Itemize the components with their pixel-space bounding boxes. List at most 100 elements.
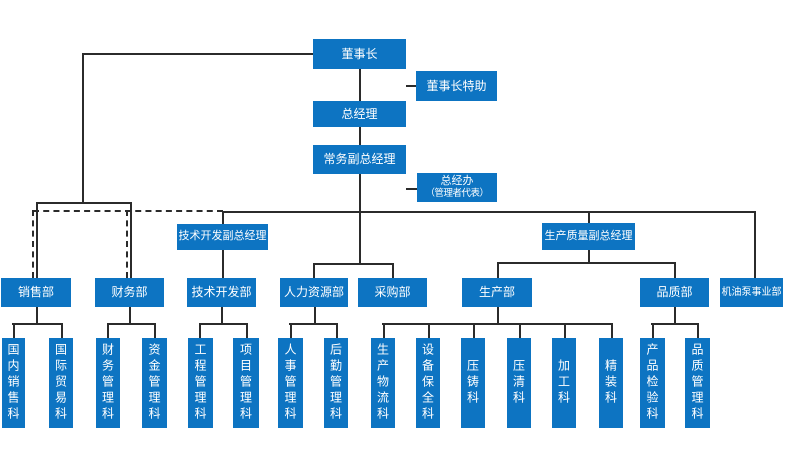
node-label: 加工科: [556, 359, 571, 407]
node-label: 项目管理科: [238, 343, 253, 423]
node-label: 设备保全科: [420, 343, 435, 423]
node-finance-dept: 财务部: [95, 278, 164, 307]
node-pressure-cleaning-section: 压清科: [507, 338, 531, 428]
node-label: 总经办: [440, 175, 474, 188]
node-label: 工程管理科: [193, 343, 207, 423]
node-label: 人事管理科: [283, 343, 297, 423]
node-label: 技术开发部: [191, 285, 252, 300]
connector-line: [222, 211, 756, 213]
node-label: 采购部: [374, 285, 411, 300]
connector-line: [82, 53, 313, 55]
connector-line: [406, 188, 417, 190]
node-equipment-maintenance-section: 设备保全科: [416, 338, 440, 428]
node-label: 国际贸易科: [53, 343, 68, 423]
connector-line: [61, 323, 63, 338]
connector-line: [754, 211, 756, 278]
connector-line: [36, 202, 38, 278]
connector-line: [383, 323, 385, 338]
node-label: 机油泵事业部: [721, 286, 782, 298]
connector-line: [12, 323, 63, 325]
connector-line: [289, 323, 338, 325]
connector-line: [336, 323, 338, 338]
node-label: 生产质量副总经理: [544, 229, 633, 242]
node-label: 精装科: [603, 359, 618, 407]
connector-line: [674, 262, 676, 278]
node-label: 压清科: [511, 359, 526, 407]
node-oil-pump-division: 机油泵事业部: [720, 278, 783, 307]
node-product-inspection-section: 产品检验科: [640, 338, 665, 428]
connector-line: [107, 323, 156, 325]
node-label: 生产部: [478, 285, 515, 300]
node-tech-deputy-gm: 技术开发副总经理: [177, 224, 268, 250]
node-sales-dept: 销售部: [1, 278, 71, 307]
node-production-logistics-section: 生产物流科: [371, 338, 395, 428]
node-finishing-section: 精装科: [599, 338, 623, 428]
connector-line: [652, 323, 654, 338]
connector-line: [359, 127, 361, 145]
dashed-connector-line: [33, 210, 223, 212]
node-chairman-assistant: 董事长特助: [416, 71, 497, 101]
dashed-connector-line: [126, 210, 128, 278]
connector-line: [36, 202, 132, 204]
node-purchasing-dept: 采购部: [358, 278, 427, 307]
connector-line: [154, 323, 156, 338]
connector-line: [129, 307, 131, 323]
connector-line: [221, 307, 223, 323]
node-project-mgmt-section: 项目管理科: [233, 338, 259, 428]
node-label: 国内销售科: [6, 343, 20, 423]
connector-line: [588, 211, 590, 224]
node-label: 技术开发副总经理: [178, 230, 267, 243]
connector-line: [697, 323, 699, 338]
connector-line: [382, 323, 613, 325]
node-label: 人力资源部: [283, 285, 344, 300]
connector-line: [406, 85, 416, 87]
node-quality-dept: 品质部: [640, 278, 709, 307]
node-chairman: 董事长: [313, 39, 406, 69]
node-label: 生产物流科: [375, 343, 390, 423]
node-logistics-mgmt-section: 后勤管理科: [324, 338, 348, 428]
node-label: 财务部: [111, 285, 148, 300]
node-label: 品质部: [656, 285, 693, 300]
connector-line: [314, 307, 316, 323]
node-label: 董事长特助: [426, 78, 487, 93]
connector-line: [82, 53, 84, 203]
connector-line: [392, 263, 394, 278]
connector-line: [497, 262, 499, 278]
node-label: 董事长: [341, 46, 378, 61]
connector-line: [611, 323, 613, 338]
node-sublabel: （管理者代表）: [425, 188, 489, 200]
connector-line: [428, 323, 430, 338]
node-label: 后勤管理科: [328, 343, 343, 423]
connector-line: [497, 262, 676, 264]
node-personnel-mgmt-section: 人事管理科: [278, 338, 303, 428]
connector-line: [651, 323, 699, 325]
node-executive-deputy-gm: 常务副总经理: [313, 145, 406, 174]
connector-line: [359, 174, 361, 264]
connector-line: [199, 323, 201, 338]
node-label: 总经理: [341, 106, 378, 121]
node-quality-mgmt-section: 品质管理科: [685, 338, 710, 428]
connector-line: [13, 323, 15, 338]
node-label: 品质管理科: [690, 343, 704, 423]
node-funds-mgmt-section: 资金管理科: [142, 338, 167, 428]
node-general-manager: 总经理: [313, 101, 406, 127]
node-quality-deputy-gm: 生产质量副总经理: [542, 223, 635, 250]
connector-line: [246, 323, 248, 338]
connector-line: [36, 307, 38, 323]
dashed-connector-line: [32, 210, 34, 278]
node-label: 产品检验科: [645, 343, 659, 423]
connector-line: [674, 307, 676, 323]
node-finance-mgmt-section: 财务管理科: [96, 338, 120, 428]
connector-line: [564, 323, 566, 338]
node-tech-dev-dept: 技术开发部: [187, 278, 256, 307]
node-intl-trade-section: 国际贸易科: [49, 338, 73, 428]
connector-line: [497, 307, 499, 323]
node-domestic-sales-section: 国内销售科: [2, 338, 25, 428]
connector-line: [107, 323, 109, 338]
connector-line: [359, 68, 361, 101]
connector-line: [222, 249, 224, 278]
node-engineering-mgmt-section: 工程管理科: [188, 338, 213, 428]
node-machining-section: 加工科: [552, 338, 576, 428]
connector-line: [313, 263, 315, 278]
